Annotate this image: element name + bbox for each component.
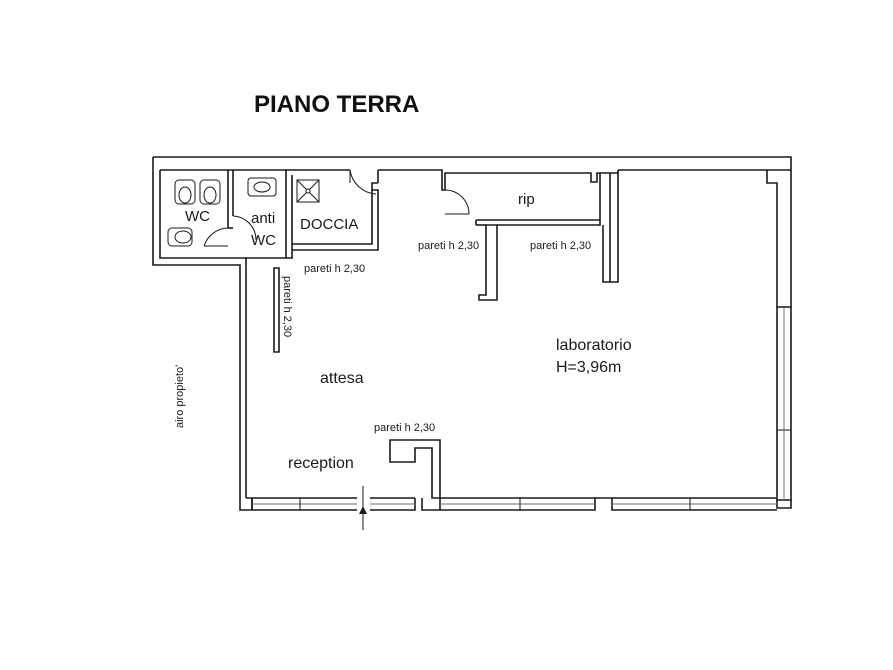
outer-walls [152, 156, 792, 511]
doors [203, 169, 470, 247]
wall-note-rip-left: pareti h 2,30 [418, 240, 479, 252]
plan-title: PIANO TERRA [254, 91, 419, 118]
sanitary-fixtures [167, 177, 320, 247]
room-label-attesa: attesa [320, 370, 364, 387]
room-label-doccia: DOCCIA [300, 216, 358, 233]
room-label-anti-wc: WC [251, 232, 276, 249]
room-labels: WC anti WC DOCCIA rip laboratorio H=3,96… [185, 191, 632, 472]
wall-note-doccia: pareti h 2,30 [304, 263, 365, 275]
wall-note-rip-right: pareti h 2,30 [530, 240, 591, 252]
bathroom-walls [227, 170, 379, 259]
side-note-vertical: airo propieto' [174, 365, 186, 428]
room-label-wc: WC [185, 208, 210, 225]
wall-height-notes: pareti h 2,30 pareti h 2,30 pareti h 2,3… [174, 240, 591, 434]
windows [252, 307, 791, 510]
room-height-label: H=3,96m [556, 359, 621, 376]
room-label-laboratorio: laboratorio [556, 337, 632, 354]
interior-partitions [273, 170, 619, 499]
room-label-reception: reception [288, 455, 354, 472]
entrance-arrow-icon [359, 486, 367, 530]
room-label-anti: anti [251, 210, 275, 227]
room-label-rip: rip [518, 191, 535, 208]
wall-note-attesa-vertical: pareti h 2,30 [281, 276, 293, 337]
wall-note-reception: pareti h 2,30 [374, 422, 435, 434]
